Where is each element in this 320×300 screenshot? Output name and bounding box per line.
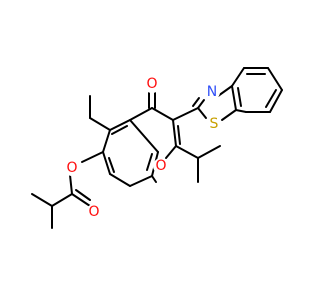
bond bbox=[177, 125, 181, 145]
bond bbox=[81, 151, 104, 163]
bond bbox=[129, 107, 153, 121]
bond bbox=[172, 107, 199, 121]
bond bbox=[217, 85, 233, 97]
bond bbox=[109, 173, 131, 187]
atom-label-thiazole-sulfur: S bbox=[210, 116, 219, 132]
bond bbox=[197, 99, 205, 109]
atom-mask bbox=[86, 204, 102, 220]
bond bbox=[197, 107, 207, 119]
bond bbox=[175, 145, 199, 159]
bond bbox=[165, 145, 177, 159]
atom-label-ketone-oxygen: O bbox=[146, 76, 157, 92]
atom-mask bbox=[153, 158, 169, 174]
atom-label-carbonyl-oxygen: O bbox=[88, 204, 99, 220]
bond bbox=[146, 153, 153, 171]
bond bbox=[71, 193, 91, 207]
atom-mask bbox=[206, 116, 222, 132]
bond bbox=[129, 119, 159, 153]
bond bbox=[31, 193, 53, 207]
bond bbox=[151, 175, 157, 183]
bond bbox=[75, 189, 91, 201]
bond bbox=[237, 87, 242, 107]
bond bbox=[102, 129, 111, 153]
bond bbox=[151, 107, 174, 121]
bond bbox=[111, 125, 128, 135]
bond bbox=[265, 89, 277, 108]
bond bbox=[235, 109, 247, 113]
bond bbox=[102, 151, 111, 175]
bond-lines bbox=[31, 67, 283, 229]
bond bbox=[267, 67, 283, 91]
atom-labels: O N S O O O bbox=[64, 75, 222, 220]
bond bbox=[172, 119, 177, 147]
bond bbox=[231, 85, 237, 111]
atom-mask bbox=[64, 160, 80, 176]
bond bbox=[192, 97, 200, 107]
bond bbox=[269, 89, 283, 113]
atom-label-thiazole-nitrogen: N bbox=[207, 84, 217, 100]
bond bbox=[51, 193, 73, 207]
bond bbox=[109, 119, 131, 131]
bond bbox=[231, 67, 245, 87]
bond bbox=[69, 174, 73, 195]
atom-mask bbox=[204, 84, 220, 100]
bond bbox=[89, 117, 111, 131]
atom-mask bbox=[143, 75, 161, 93]
atom-label-ring-oxygen: O bbox=[155, 158, 166, 174]
bond bbox=[108, 157, 115, 173]
bond bbox=[129, 175, 153, 187]
molecule-structure-diagram: O N S O O O bbox=[31, 67, 283, 229]
bond bbox=[221, 109, 237, 121]
atom-label-ester-oxygen: O bbox=[66, 160, 77, 176]
bond bbox=[197, 145, 221, 159]
